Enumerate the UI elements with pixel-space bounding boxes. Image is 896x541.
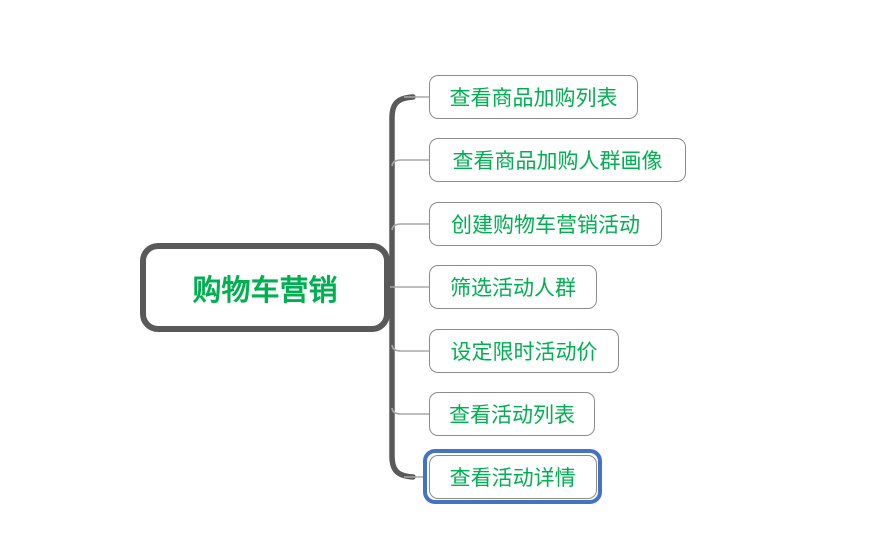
node-label: 查看商品加购列表 bbox=[449, 86, 618, 110]
root-node-shopping-cart-marketing[interactable]: 购物车营销 bbox=[140, 243, 390, 332]
branch-line bbox=[391, 159, 430, 167]
node-label: 创建购物车营销活动 bbox=[451, 213, 640, 237]
node-view-campaign-details[interactable]: 查看活动详情 bbox=[428, 454, 597, 499]
node-view-add-to-cart-audience-profile[interactable]: 查看商品加购人群画像 bbox=[429, 138, 686, 182]
node-set-limited-time-price[interactable]: 设定限时活动价 bbox=[429, 329, 619, 373]
trunk-line bbox=[389, 94, 416, 480]
node-label: 查看活动详情 bbox=[449, 465, 576, 490]
node-view-campaign-list[interactable]: 查看活动列表 bbox=[429, 392, 595, 436]
node-filter-campaign-audience[interactable]: 筛选活动人群 bbox=[429, 265, 597, 309]
branch-line bbox=[391, 344, 430, 352]
selection-highlight: 查看活动详情 bbox=[423, 449, 603, 505]
node-label: 筛选活动人群 bbox=[450, 276, 576, 300]
node-create-cart-marketing-campaign[interactable]: 创建购物车营销活动 bbox=[429, 202, 662, 246]
branch-line bbox=[391, 223, 430, 231]
branch-line bbox=[391, 407, 430, 415]
node-label: 查看活动列表 bbox=[449, 403, 575, 427]
root-node-label: 购物车营销 bbox=[192, 274, 338, 307]
node-view-add-to-cart-list[interactable]: 查看商品加购列表 bbox=[429, 75, 638, 119]
node-label: 查看商品加购人群画像 bbox=[452, 149, 663, 173]
node-label: 设定限时活动价 bbox=[450, 340, 598, 364]
